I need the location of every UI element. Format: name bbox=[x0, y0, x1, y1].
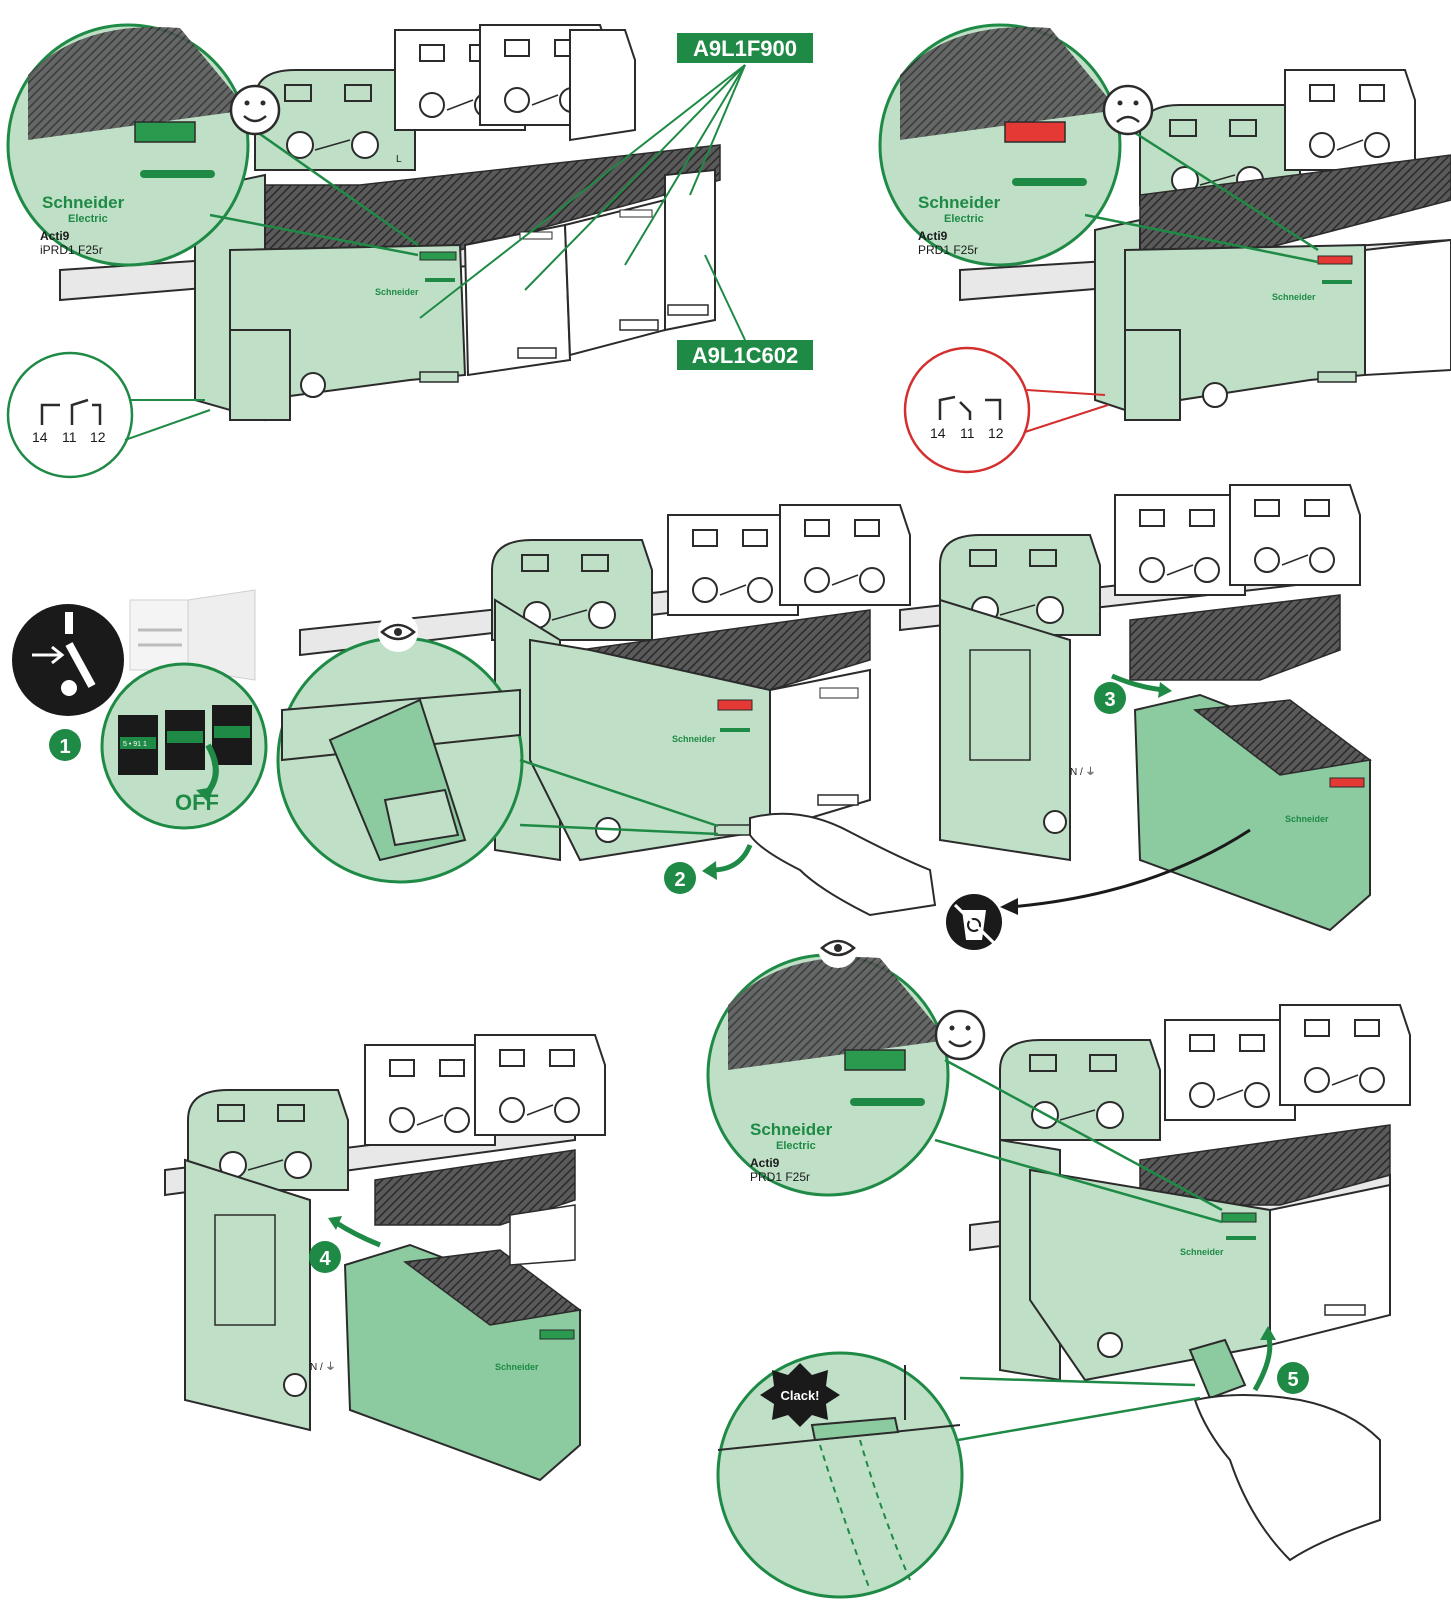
terminal-12: 12 bbox=[988, 425, 1004, 441]
svg-text:2: 2 bbox=[674, 869, 685, 891]
zoom-sub-brand: Electric bbox=[944, 213, 984, 225]
zoom-indicator-window-fault bbox=[1004, 121, 1066, 143]
zoom-range: Acti9 bbox=[918, 229, 948, 243]
brand-label: Schneider bbox=[1285, 814, 1329, 824]
neutral-mark: N / ⏚ bbox=[310, 1361, 336, 1373]
terminal-14: 14 bbox=[32, 429, 48, 445]
smile-face-icon bbox=[934, 1009, 986, 1061]
step-5-badge: 5 bbox=[1277, 1362, 1309, 1394]
zoom-brand: Schneider bbox=[750, 1120, 833, 1139]
zoom-sub-brand: Electric bbox=[68, 213, 108, 225]
panel-step-2-release: Schneider 2 bbox=[276, 504, 937, 917]
panel-normal-state: L Schneider Schneider Electric Acti9 iPR… bbox=[6, 23, 813, 479]
smile-face-icon bbox=[229, 84, 281, 136]
svg-text:A9L1F900: A9L1F900 bbox=[693, 36, 797, 61]
panel-step-3-remove: N / ⏚ Schneider 3 bbox=[899, 484, 1372, 950]
base-ref-tag: A9L1C602 bbox=[677, 340, 813, 370]
terminal-11: 11 bbox=[960, 425, 975, 441]
lock-tab bbox=[1188, 1338, 1247, 1400]
terminal-14: 14 bbox=[930, 425, 946, 441]
hand-illustration bbox=[1193, 1394, 1381, 1562]
panel-step-1-switch-off: 5 • 91 1 OFF 1 bbox=[12, 589, 268, 830]
finger-illustration bbox=[749, 812, 937, 917]
terminal-11: 11 bbox=[62, 429, 77, 445]
zoom-model: iPRD1 F25r bbox=[40, 243, 103, 257]
contact-state-circle-ok bbox=[6, 351, 134, 479]
brand-label: Schneider bbox=[375, 287, 419, 297]
switchboard-icon bbox=[129, 589, 256, 681]
clack-label: Clack! bbox=[780, 1388, 819, 1403]
panel-fault-state: Schneider Schneider Electric Acti9 PRD1 … bbox=[878, 23, 1451, 474]
step-3-badge: 3 bbox=[1094, 682, 1126, 714]
zoom-model: PRD1 F25r bbox=[918, 243, 978, 257]
step-1-badge: 1 bbox=[49, 729, 81, 761]
clack-burst: Clack! bbox=[760, 1363, 840, 1427]
svg-text:3: 3 bbox=[1104, 689, 1115, 711]
zoom-brand: Schneider bbox=[918, 193, 1001, 212]
status-indicator-ok bbox=[419, 251, 457, 261]
breaker-marking: 5 • 91 1 bbox=[123, 741, 147, 748]
clack-zoom-circle bbox=[716, 1351, 964, 1599]
release-tab bbox=[419, 371, 459, 383]
panel-step-5-lock: Schneider 5 Schneider Electric Acti9 PRD… bbox=[706, 928, 1411, 1599]
svg-text:1: 1 bbox=[59, 736, 70, 758]
status-indicator-fault bbox=[1317, 255, 1353, 265]
cartridge-ref-tag: A9L1F900 bbox=[677, 33, 813, 63]
svg-text:5: 5 bbox=[1287, 1369, 1298, 1391]
brand-label: Schneider bbox=[495, 1362, 539, 1372]
terminal-block-green bbox=[254, 69, 416, 171]
terminal-12: 12 bbox=[90, 429, 106, 445]
zoom-brand: Schneider bbox=[42, 193, 125, 212]
svg-text:A9L1C602: A9L1C602 bbox=[692, 343, 798, 368]
brand-label: Schneider bbox=[672, 734, 716, 744]
panel-step-4-insert: N / ⏚ Schneider 4 bbox=[164, 1034, 606, 1482]
svg-text:4: 4 bbox=[319, 1248, 331, 1270]
power-off-icon bbox=[12, 604, 124, 716]
zoom-range: Acti9 bbox=[750, 1156, 780, 1170]
empty-base bbox=[939, 598, 1071, 862]
brand-label: Schneider bbox=[1272, 292, 1316, 302]
zoom-sub-brand: Electric bbox=[776, 1140, 816, 1152]
recycle-bin-icon bbox=[946, 894, 1002, 950]
sad-face-icon bbox=[1102, 84, 1154, 136]
zoom-model: PRD1 F25r bbox=[750, 1170, 810, 1184]
terminal-letter: L bbox=[396, 154, 402, 165]
zoom-range: Acti9 bbox=[40, 229, 70, 243]
cartridge-white-3 bbox=[664, 168, 716, 332]
brand-label: Schneider bbox=[1180, 1247, 1224, 1257]
zoom-indicator-window-ok bbox=[134, 121, 196, 143]
eye-icon bbox=[818, 928, 858, 968]
step-4-badge: 4 bbox=[309, 1241, 341, 1273]
empty-base bbox=[184, 1158, 311, 1432]
terminal-block-earth bbox=[569, 29, 636, 142]
off-label: OFF bbox=[175, 790, 219, 815]
step-2-badge: 2 bbox=[664, 862, 696, 894]
neutral-mark: N / ⏚ bbox=[1070, 766, 1096, 778]
eye-icon bbox=[378, 612, 418, 652]
